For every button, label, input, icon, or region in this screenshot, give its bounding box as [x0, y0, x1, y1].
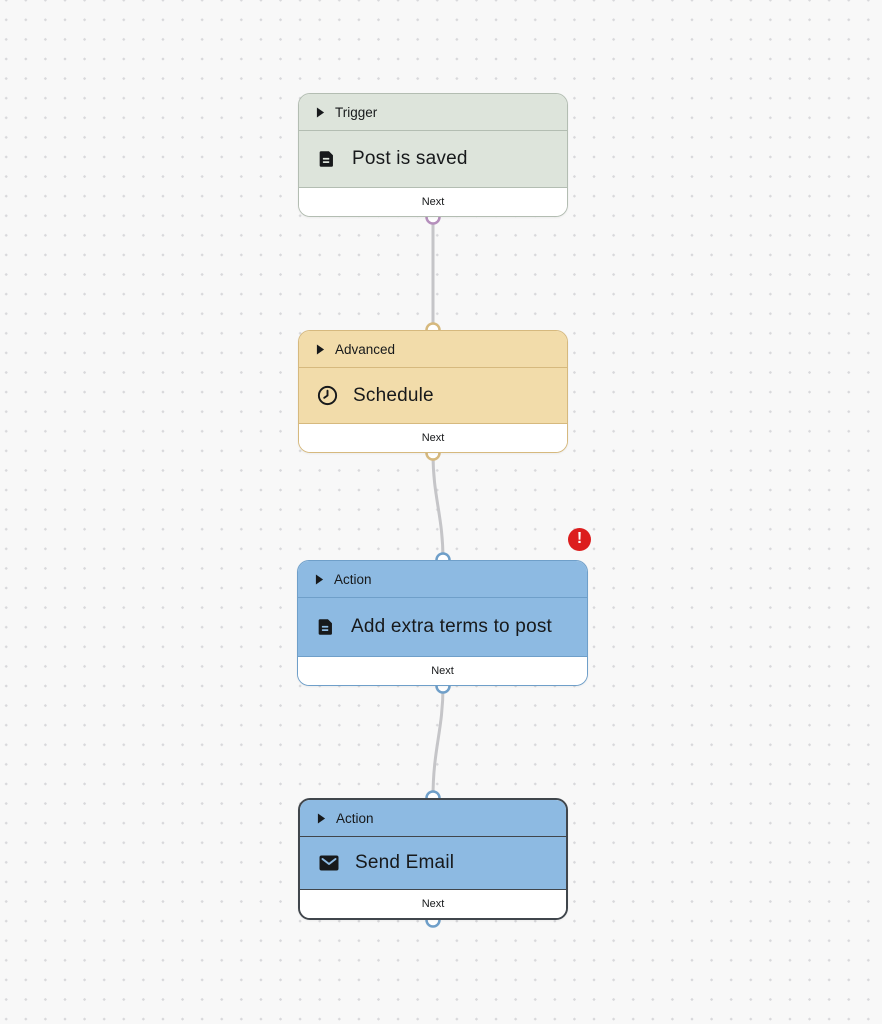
- node-header-label: Advanced: [335, 341, 396, 357]
- node-header: Action: [298, 561, 587, 598]
- node-advanced-schedule[interactable]: Advanced Schedule Next: [298, 330, 568, 453]
- node-body: Post is saved: [299, 131, 567, 188]
- node-body: Schedule: [299, 368, 567, 424]
- edge-add-extra-terms-to-send-email[interactable]: [431, 684, 445, 800]
- node-footer: Next: [300, 890, 566, 918]
- collapse-arrow-icon[interactable]: [317, 813, 326, 824]
- node-body: Add extra terms to post: [298, 598, 587, 657]
- next-port-label: Next: [421, 196, 445, 208]
- clock-icon: [316, 384, 339, 407]
- collapse-arrow-icon[interactable]: [316, 107, 325, 118]
- node-title: Post is saved: [352, 148, 468, 169]
- collapse-arrow-icon[interactable]: [316, 344, 325, 355]
- mail-icon: [317, 851, 341, 875]
- collapse-arrow-icon[interactable]: [315, 574, 324, 585]
- node-title: Send Email: [355, 852, 455, 873]
- document-icon: [316, 148, 338, 170]
- node-trigger-post-is-saved[interactable]: Trigger Post is saved Next: [298, 93, 568, 217]
- error-badge[interactable]: !: [568, 528, 591, 551]
- node-header-label: Action: [336, 810, 374, 826]
- node-footer: Next: [298, 657, 587, 685]
- node-footer: Next: [299, 188, 567, 216]
- node-action-add-extra-terms[interactable]: Action Add extra terms to post Next: [297, 560, 588, 686]
- edge-schedule-to-add-extra-terms[interactable]: [431, 451, 445, 562]
- node-header: Action: [300, 800, 566, 837]
- node-header: Advanced: [299, 331, 567, 368]
- next-port-label: Next: [431, 665, 454, 677]
- node-title: Schedule: [353, 384, 434, 406]
- next-port-label: Next: [421, 898, 445, 910]
- node-header-label: Action: [334, 571, 372, 587]
- node-body: Send Email: [300, 837, 566, 890]
- next-port-label: Next: [421, 432, 445, 444]
- document-icon: [315, 616, 337, 638]
- node-title: Add extra terms to post: [351, 616, 553, 637]
- node-header-label: Trigger: [335, 104, 378, 120]
- node-footer: Next: [299, 424, 567, 452]
- exclamation-icon: !: [576, 530, 583, 547]
- node-action-send-email[interactable]: Action Send Email Next: [298, 798, 568, 920]
- node-header: Trigger: [299, 94, 567, 131]
